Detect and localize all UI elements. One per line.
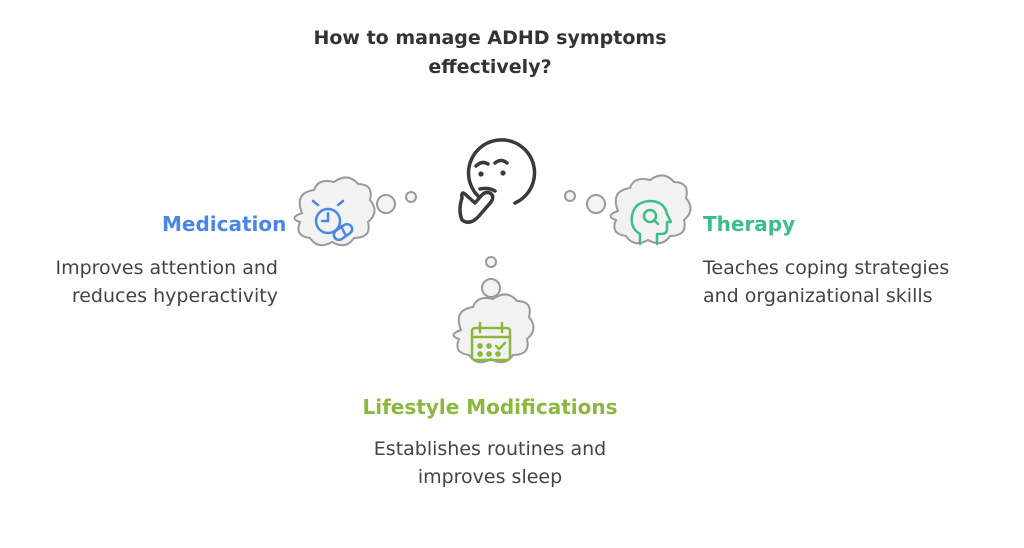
thought-dot <box>481 278 501 298</box>
title-line-2: effectively? <box>428 56 552 78</box>
lifestyle-cloud <box>452 293 535 364</box>
calendar-check-icon <box>470 321 512 362</box>
thought-dot <box>564 190 576 202</box>
lifestyle-heading: Lifestyle Modifications <box>362 395 618 419</box>
therapy-desc-line-2: and organizational skills <box>703 285 933 307</box>
lifestyle-desc-line-2: improves sleep <box>417 466 563 488</box>
therapy-desc-line-1: Teaches coping strategies <box>703 257 950 279</box>
title-line-1: How to manage ADHD symptoms <box>313 27 667 49</box>
thought-dot <box>405 191 417 203</box>
therapy-heading: Therapy <box>703 212 796 236</box>
thought-dot <box>485 256 497 268</box>
thought-dot <box>376 194 396 214</box>
medication-heading: Medication <box>162 212 287 236</box>
medication-cloud <box>293 176 376 247</box>
clock-pill-icon <box>311 199 354 242</box>
medication-desc-line-1: Improves attention and <box>55 257 278 279</box>
lifestyle-description: Establishes routines and improves sleep <box>340 435 640 491</box>
thinking-face-icon <box>458 138 537 224</box>
therapy-cloud <box>609 174 692 246</box>
thought-dot <box>586 194 606 214</box>
lifestyle-desc-line-1: Establishes routines and <box>373 438 607 460</box>
medication-desc-line-2: reduces hyperactivity <box>71 285 278 307</box>
diagram-title: How to manage ADHD symptoms effectively? <box>0 24 980 82</box>
medication-description: Improves attention and reduces hyperacti… <box>20 254 278 310</box>
therapy-description: Teaches coping strategies and organizati… <box>703 254 949 310</box>
head-search-icon <box>630 199 673 246</box>
